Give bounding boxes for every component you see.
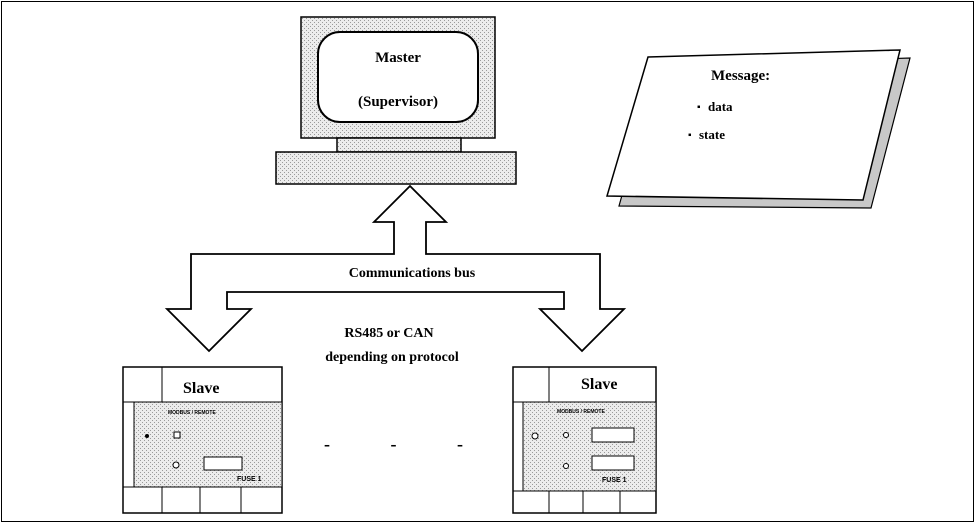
slave-1-display bbox=[203, 456, 243, 471]
slave-2-panel-text: MODBUS / REMOTE bbox=[557, 409, 605, 415]
message-sheet-page bbox=[606, 49, 901, 201]
master-computer: Master (Supervisor) bbox=[275, 16, 517, 185]
slave-1-knob bbox=[172, 461, 180, 469]
slave-device-2: Slave MODBUS / REMOTE FUSE 1 bbox=[512, 366, 657, 514]
slave-1-front-panel bbox=[133, 401, 283, 488]
slave-2-display-1 bbox=[591, 427, 635, 443]
message-item-state: state bbox=[699, 127, 725, 142]
slave-2-display-2 bbox=[591, 455, 635, 471]
slave-2-tag: FUSE 1 bbox=[602, 477, 627, 484]
computer-base bbox=[275, 151, 517, 185]
slave-2-label: Slave bbox=[581, 376, 617, 393]
message-bullet-2: ▪ bbox=[688, 130, 692, 141]
master-title: Master bbox=[375, 50, 421, 66]
master-subtitle: (Supervisor) bbox=[358, 94, 438, 110]
bus-note-line2: depending on protocol bbox=[325, 350, 459, 365]
slave-1-label: Slave bbox=[183, 380, 219, 397]
bus-note-line1: RS485 or CAN bbox=[344, 326, 433, 341]
communications-bus-arrow bbox=[164, 184, 627, 353]
message-title: Message: bbox=[711, 68, 770, 84]
slave-2-knob-1 bbox=[563, 432, 569, 438]
slave-2-front-panel bbox=[522, 401, 657, 492]
monitor-stand bbox=[336, 137, 462, 153]
slave-1-switch bbox=[173, 431, 181, 439]
message-bullet-1: ▪ bbox=[697, 102, 701, 113]
slave-1-tag: FUSE 1 bbox=[237, 476, 262, 483]
slaves-ellipsis: - - - - bbox=[324, 434, 557, 454]
bus-label: Communications bus bbox=[349, 266, 476, 281]
slave-2-knob-2 bbox=[563, 463, 569, 469]
monitor-screen bbox=[317, 31, 479, 123]
slave-device-1: Slave MODBUS / REMOTE FUSE 1 bbox=[122, 366, 283, 514]
slave-1-indicator-led bbox=[145, 434, 149, 438]
message-sheet: Message: ▪ data ▪ state bbox=[606, 49, 911, 209]
message-item-data: data bbox=[708, 99, 733, 114]
slave-2-indicator-led bbox=[531, 432, 539, 440]
slave-1-panel-text: MODBUS / REMOTE bbox=[168, 410, 216, 416]
